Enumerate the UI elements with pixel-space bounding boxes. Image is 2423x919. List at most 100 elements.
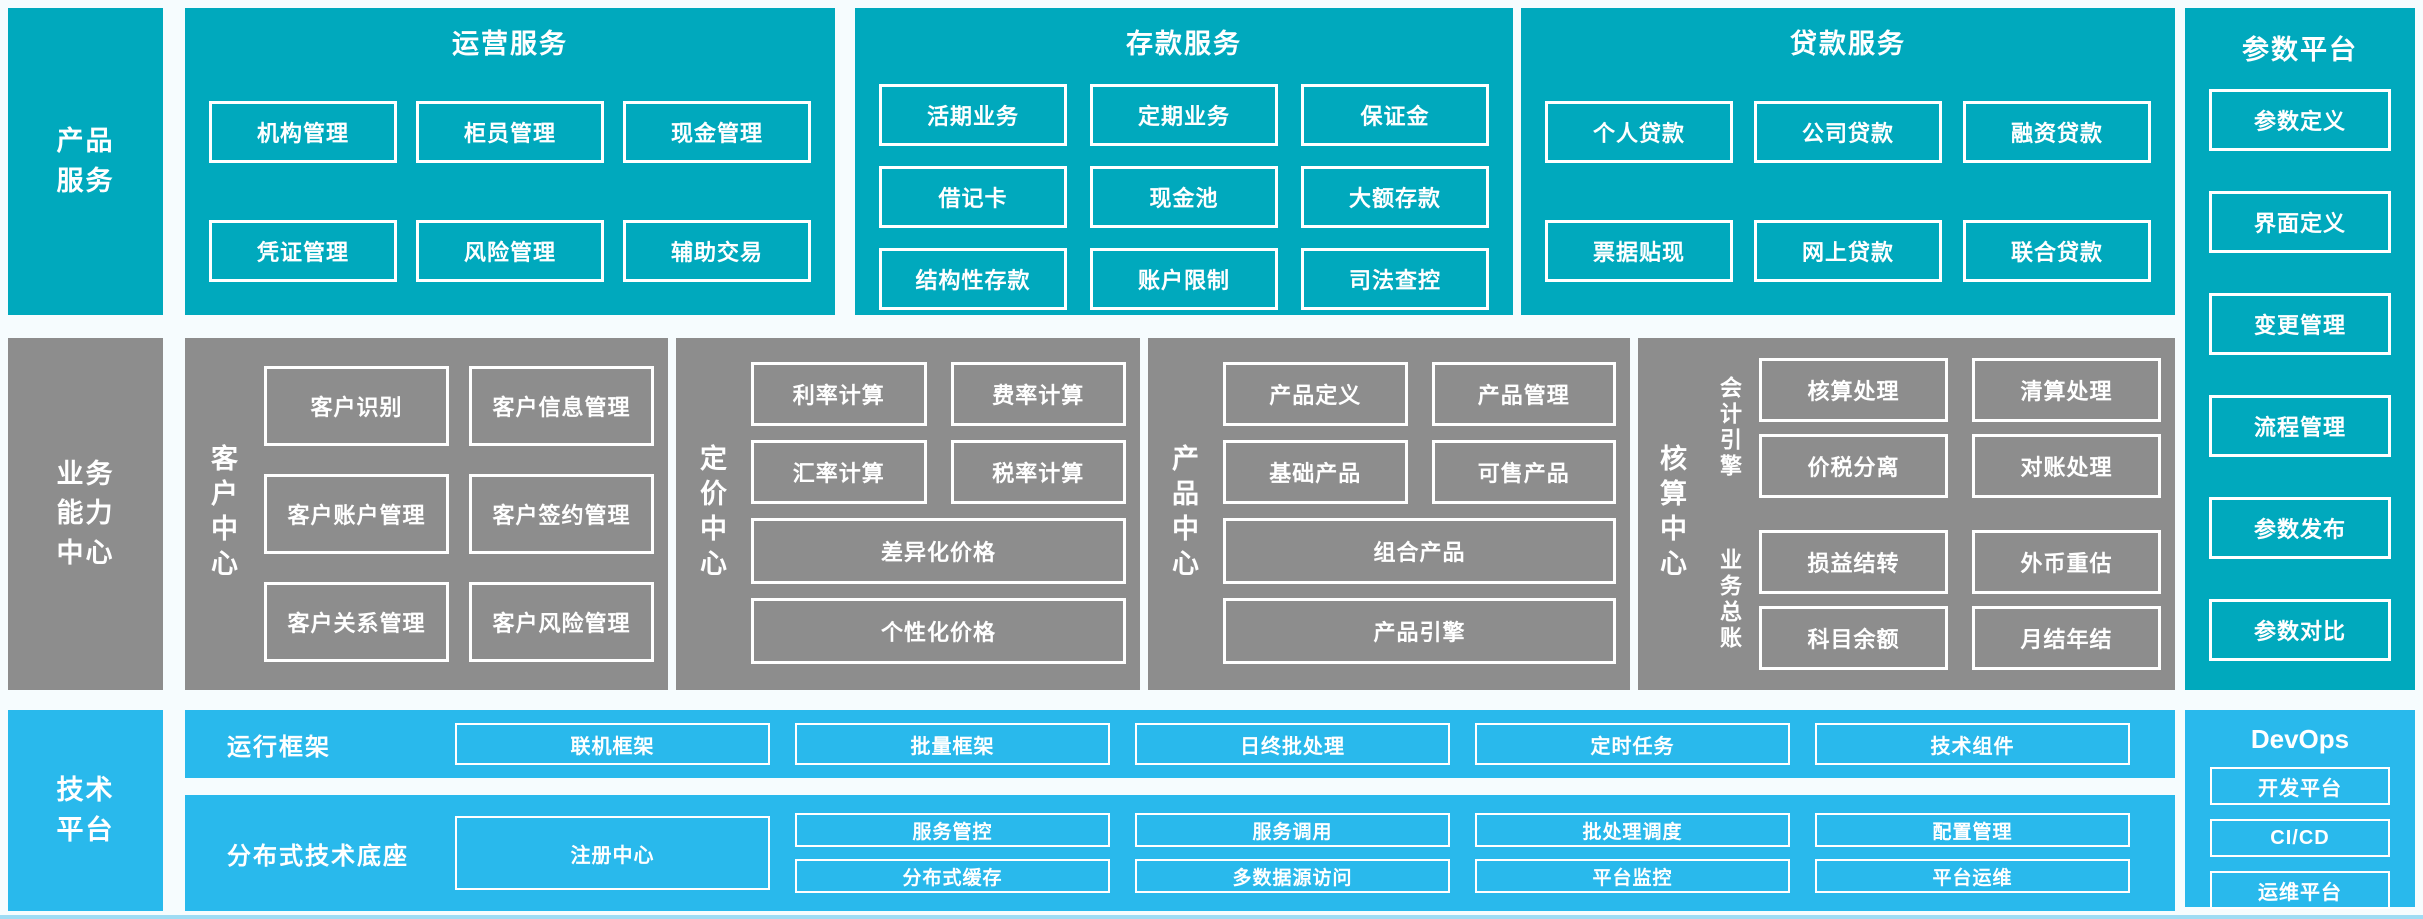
module-box: 联合贷款: [1963, 220, 2151, 282]
module-box: 配置管理: [1815, 813, 2130, 847]
module-box: 变更管理: [2209, 293, 2391, 355]
section-product-center: 产品中心 产品定义 产品管理 基础产品 可售产品 组合产品 产品引擎: [1148, 338, 1630, 690]
module-box: 核算处理: [1759, 358, 1948, 422]
module-box: 客户风险管理: [469, 582, 654, 662]
module-box: 月结年结: [1972, 606, 2161, 670]
module-box: 客户信息管理: [469, 366, 654, 446]
module-box: 参数定义: [2209, 89, 2391, 151]
section-deposit-services: 存款服务 活期业务 定期业务 保证金 借记卡 现金池 大额存款 结构性存款 账户…: [855, 8, 1513, 315]
section-accounting-center: 核算中心 会计引擎 核算处理 清算处理 价税分离 对账处理 业务总账 损益结转 …: [1638, 338, 2175, 690]
module-box: 损益结转: [1759, 530, 1948, 594]
module-box: 价税分离: [1759, 434, 1948, 498]
module-box: 网上贷款: [1754, 220, 1942, 282]
band-label: 运行框架: [227, 733, 331, 761]
module-box: 机构管理: [209, 101, 397, 163]
section-vertical-label: 核算中心: [1656, 444, 1686, 584]
section-pricing-center: 定价中心 利率计算 费率计算 汇率计算 税率计算 差异化价格 个性化价格: [676, 338, 1140, 690]
module-box: 对账处理: [1972, 434, 2161, 498]
module-box: 公司贷款: [1754, 101, 1942, 163]
module-box: 辅助交易: [623, 220, 811, 282]
module-box: 参数发布: [2209, 497, 2391, 559]
module-box: 服务管控: [795, 813, 1110, 847]
module-box: 开发平台: [2210, 767, 2390, 805]
section-distributed-tech-base: 分布式技术底座 注册中心 服务管控 分布式缓存 服务调用 多数据源访问 批处理调…: [185, 795, 2175, 911]
module-box: 注册中心: [455, 816, 770, 890]
module-box: 服务调用: [1135, 813, 1450, 847]
module-box: 账户限制: [1090, 248, 1278, 310]
module-box: 清算处理: [1972, 358, 2161, 422]
section-customer-center: 客户中心 客户识别 客户信息管理 客户账户管理 客户签约管理 客户关系管理 客户…: [185, 338, 668, 690]
module-box: 定时任务: [1475, 723, 1790, 765]
module-box: 外币重估: [1972, 530, 2161, 594]
business-ledger-group: 业务总账 损益结转 外币重估 科目余额 月结年结: [1691, 530, 2161, 670]
module-box: 平台运维: [1815, 859, 2130, 893]
section-title: 运营服务: [452, 29, 568, 59]
section-operations-services: 运营服务 机构管理 柜员管理 现金管理 凭证管理 风险管理 辅助交易: [185, 8, 835, 315]
section-devops: DevOps 开发平台 CI/CD 运维平台: [2185, 710, 2415, 909]
module-box: 融资贷款: [1963, 101, 2151, 163]
module-box: 汇率计算: [751, 440, 927, 504]
side-label-business-capability-center: 业务 能力 中心: [8, 338, 163, 690]
module-box: 票据贴现: [1545, 220, 1733, 282]
side-label-product-services: 产品 服务: [8, 8, 163, 315]
module-box: 技术组件: [1815, 723, 2130, 765]
module-box: 多数据源访问: [1135, 859, 1450, 893]
module-box: 可售产品: [1431, 440, 1616, 504]
module-box: 风险管理: [416, 220, 604, 282]
module-box: 科目余额: [1759, 606, 1948, 670]
section-title: DevOps: [2250, 724, 2350, 754]
module-box: 现金管理: [623, 101, 811, 163]
module-box: 费率计算: [950, 362, 1126, 426]
section-parameter-platform: 参数平台 参数定义 界面定义 变更管理 流程管理 参数发布 参数对比: [2185, 8, 2415, 690]
module-box: 大额存款: [1301, 166, 1489, 228]
section-runtime-framework: 运行框架 联机框架 批量框架 日终批处理 定时任务 技术组件: [185, 710, 2175, 778]
module-box: 差异化价格: [751, 518, 1126, 584]
accounting-engine-group: 会计引擎 核算处理 清算处理 价税分离 对账处理: [1691, 358, 2161, 498]
module-box: 现金池: [1090, 166, 1278, 228]
module-box: 批量框架: [795, 723, 1110, 765]
module-box: 平台监控: [1475, 859, 1790, 893]
module-box: 凭证管理: [209, 220, 397, 282]
module-box: 分布式缓存: [795, 859, 1110, 893]
module-box: 保证金: [1301, 84, 1489, 146]
group-vertical-label: 会计引擎: [1717, 376, 1742, 480]
section-vertical-label: 客户中心: [207, 444, 237, 584]
module-box: 税率计算: [950, 440, 1126, 504]
band-label: 分布式技术底座: [227, 842, 409, 870]
module-box: 借记卡: [879, 166, 1067, 228]
module-box: 客户账户管理: [264, 474, 449, 554]
module-box: 产品引擎: [1223, 598, 1616, 664]
section-vertical-label: 定价中心: [696, 444, 726, 584]
module-box: 柜员管理: [416, 101, 604, 163]
module-box: 客户签约管理: [469, 474, 654, 554]
section-title: 参数平台: [2242, 35, 2358, 65]
module-box: 利率计算: [751, 362, 927, 426]
module-box: 活期业务: [879, 84, 1067, 146]
module-box: 产品管理: [1431, 362, 1616, 426]
module-box: 界面定义: [2209, 191, 2391, 253]
module-box: 联机框架: [455, 723, 770, 765]
module-box: 基础产品: [1223, 440, 1408, 504]
section-title: 存款服务: [1126, 29, 1242, 59]
module-box: 客户识别: [264, 366, 449, 446]
module-box: 运维平台: [2210, 871, 2390, 909]
bottom-edge-strip: [0, 915, 2423, 919]
module-box: 产品定义: [1223, 362, 1408, 426]
module-box: 组合产品: [1223, 518, 1616, 584]
section-vertical-label: 产品中心: [1168, 444, 1198, 584]
module-box: 定期业务: [1090, 84, 1278, 146]
module-box: 参数对比: [2209, 599, 2391, 661]
module-box: 批处理调度: [1475, 813, 1790, 847]
module-box: 流程管理: [2209, 395, 2391, 457]
section-title: 贷款服务: [1790, 29, 1906, 59]
side-label-technology-platform: 技术 平台: [8, 710, 163, 911]
module-box: 个人贷款: [1545, 101, 1733, 163]
module-box: 日终批处理: [1135, 723, 1450, 765]
section-loan-services: 贷款服务 个人贷款 公司贷款 融资贷款 票据贴现 网上贷款 联合贷款: [1521, 8, 2175, 315]
group-vertical-label: 业务总账: [1717, 548, 1742, 652]
module-box: 个性化价格: [751, 598, 1126, 664]
module-box: CI/CD: [2210, 819, 2390, 857]
module-box: 司法查控: [1301, 248, 1489, 310]
module-box: 结构性存款: [879, 248, 1067, 310]
